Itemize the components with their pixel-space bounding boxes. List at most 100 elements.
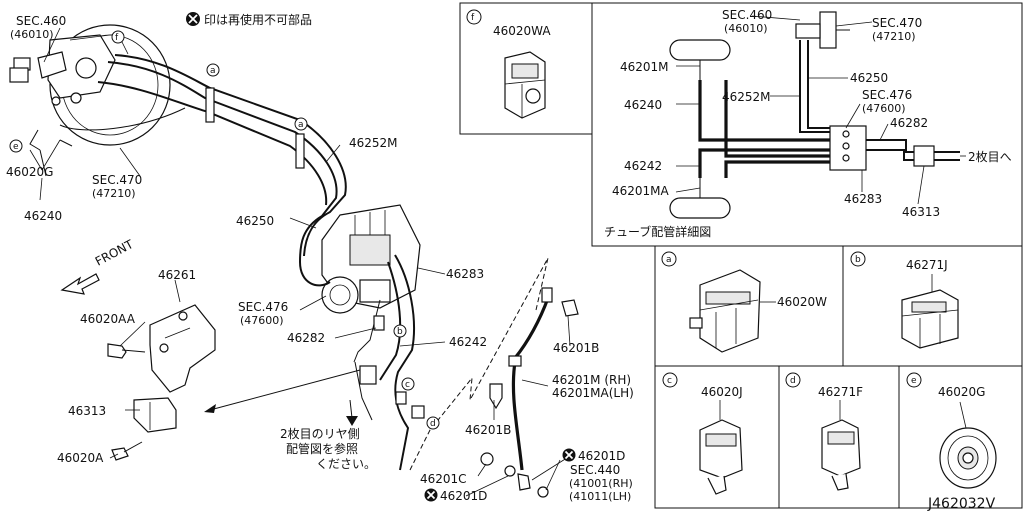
- label-sec470-no: (47210): [92, 187, 136, 200]
- detail-sec470-no: (47210): [872, 30, 916, 43]
- callout-d: d: [426, 416, 440, 430]
- label-sec476-no: (47600): [240, 314, 284, 327]
- svg-text:f: f: [471, 13, 475, 23]
- svg-text:a: a: [298, 120, 304, 130]
- rear-note-line2: 配管図を参照: [286, 441, 358, 456]
- inset-d: d 46271F: [785, 372, 863, 491]
- label-46201ma-lh: 46201MA(LH): [552, 386, 634, 400]
- front-label: FRONT: [93, 237, 136, 269]
- label-sec440-rh: (41001(RH): [569, 477, 633, 490]
- label-46261: 46261: [158, 268, 196, 282]
- label-46242: 46242: [449, 335, 487, 349]
- inset-a: a 46020W: [661, 251, 827, 353]
- clip-46020w-drawing: [689, 269, 776, 353]
- inset-d-marker: d: [785, 372, 801, 388]
- label-sec460: SEC.460: [16, 14, 66, 28]
- label-46201c: 46201C: [420, 472, 467, 486]
- non-reusable-mark-icon: [186, 12, 200, 26]
- callout-markers: f a a e b c d: [9, 30, 440, 430]
- label-46020a: 46020A: [57, 451, 104, 465]
- leader-lines: [29, 27, 571, 497]
- svg-text:e: e: [13, 142, 19, 152]
- label-46201b-upper: 46201B: [553, 341, 599, 355]
- label-46020aa: 46020AA: [80, 312, 136, 326]
- clip-46271j-drawing: [901, 274, 959, 349]
- label-46282: 46282: [287, 331, 325, 345]
- drawing-number: J462032V: [927, 496, 996, 512]
- label-46201b-lower: 46201B: [465, 423, 511, 437]
- inset-frames: [459, 2, 1023, 509]
- detail-46242: 46242: [624, 159, 662, 173]
- clip-46020wa-drawing: [504, 51, 546, 119]
- svg-text:b: b: [855, 255, 861, 265]
- inset-e-marker: e: [906, 372, 922, 388]
- non-reusable-mark-icon: [562, 448, 576, 462]
- main-labels: SEC.460 (46010) SEC.470 (47210) 46020G 4…: [6, 14, 634, 503]
- callout-f: f: [111, 30, 125, 44]
- svg-text:a: a: [210, 66, 216, 76]
- inset-c: c 46020J: [662, 372, 743, 495]
- main-assembly: FRONT: [9, 24, 579, 498]
- detail-sec470: SEC.470: [872, 16, 922, 30]
- svg-text:d: d: [790, 376, 796, 386]
- rear-note-line1: 2枚目のリヤ側: [280, 426, 360, 441]
- detail-46252m: 46252M: [722, 90, 771, 104]
- detail-46313: 46313: [902, 205, 940, 219]
- inset-a-part: 46020W: [777, 295, 827, 309]
- svg-text:f: f: [115, 33, 119, 43]
- label-sec460-no: (46010): [10, 28, 54, 41]
- inset-b-part: 46271J: [906, 258, 948, 272]
- clip-46020j-drawing: [699, 400, 743, 495]
- detail-46240: 46240: [624, 98, 662, 112]
- non-reusable-note-text: 印は再使用不可部品: [204, 12, 312, 27]
- label-46240: 46240: [24, 209, 62, 223]
- svg-text:b: b: [397, 327, 403, 337]
- detail-46201m: 46201M: [620, 60, 669, 74]
- label-46201d-left: 46201D: [440, 489, 487, 503]
- inset-f-part: 46020WA: [493, 24, 551, 38]
- detail-sec476-no: (47600): [862, 102, 906, 115]
- callout-b: b: [393, 324, 407, 338]
- svg-text:d: d: [430, 419, 436, 429]
- label-46201m-rh: 46201M (RH): [552, 373, 631, 387]
- clip-46271f-drawing: [821, 400, 861, 491]
- svg-text:c: c: [405, 380, 410, 390]
- label-46201d-right: 46201D: [578, 449, 625, 463]
- label-46020g: 46020G: [6, 165, 53, 179]
- inset-f: f 46020WA: [466, 9, 551, 119]
- inset-e: e 46020G: [906, 372, 997, 489]
- detail-46283: 46283: [844, 192, 882, 206]
- non-reusable-note: 印は再使用不可部品: [186, 12, 312, 27]
- detail-sec460: SEC.460: [722, 8, 772, 22]
- inset-a-marker: a: [661, 251, 677, 267]
- label-sec476: SEC.476: [238, 300, 288, 314]
- label-46250: 46250: [236, 214, 274, 228]
- svg-text:a: a: [666, 255, 672, 265]
- detail-next-sheet: 2枚目へ: [968, 149, 1012, 164]
- master-cylinder-drawing: [9, 24, 171, 146]
- label-sec440-lh: (41011(LH): [569, 490, 631, 503]
- svg-text:e: e: [911, 376, 917, 386]
- inset-c-marker: c: [662, 372, 678, 388]
- detail-46282: 46282: [890, 116, 928, 130]
- non-reusable-mark-icon: [424, 488, 438, 502]
- callout-e: e: [9, 139, 23, 153]
- detail-caption: チューブ配管詳細図: [604, 224, 711, 239]
- detail-46201ma: 46201MA: [612, 184, 670, 198]
- inset-b-marker: b: [850, 251, 866, 267]
- label-46283: 46283: [446, 267, 484, 281]
- inset-d-part: 46271F: [818, 385, 863, 399]
- rear-note-line3: ください。: [316, 457, 376, 471]
- callout-a1: a: [206, 63, 220, 77]
- abs-actuator-drawing: [299, 204, 421, 314]
- label-sec440: SEC.440: [570, 463, 620, 477]
- inset-f-marker: f: [466, 9, 482, 25]
- label-46313: 46313: [68, 404, 106, 418]
- detail-46250: 46250: [850, 71, 888, 85]
- tube-detail: SEC.460 (46010) SEC.470 (47210) 46201M 4…: [604, 8, 1012, 239]
- grommet-46020g-drawing: [939, 401, 997, 489]
- label-46252m: 46252M: [349, 136, 398, 150]
- label-sec470: SEC.470: [92, 173, 142, 187]
- svg-text:c: c: [667, 376, 672, 386]
